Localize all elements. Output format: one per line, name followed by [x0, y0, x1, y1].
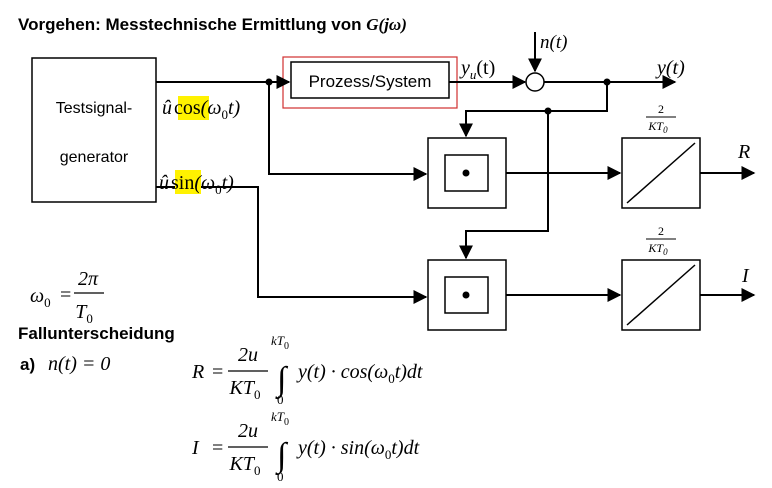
generator-label-line1: Testsignal-: [56, 100, 132, 117]
feedback-line-upper: [459, 82, 608, 138]
integrator-r-diagonal: [626, 142, 696, 204]
summing-junction: [525, 72, 545, 92]
generator-label-line2: generator: [60, 149, 129, 166]
testsignal-generator-block: [31, 57, 157, 203]
svg-text:2π: 2π: [78, 268, 99, 290]
svg-text:y(t) · sin(ω0t)dt: y(t) · sin(ω0t)dt: [296, 437, 420, 462]
multiplier-r-inner: [444, 154, 489, 192]
svg-text:y(t) · cos(ω0t)dt: y(t) · cos(ω0t)dt: [296, 361, 423, 386]
svg-text:0: 0: [277, 392, 284, 407]
yu-label: yu(t): [459, 57, 495, 82]
svg-text:KT0: KT0: [229, 453, 261, 478]
multiplier-r-dot: [462, 169, 470, 177]
svg-text:I: I: [191, 437, 200, 459]
integrator-i-diagonal: [626, 264, 696, 326]
feedback-line-lower: [459, 111, 549, 260]
svg-text:T0: T0: [75, 301, 93, 326]
multiplier-i-dot: [462, 291, 470, 299]
svg-text:0: 0: [277, 469, 284, 484]
integral-sign-i: ∫: [275, 437, 289, 476]
formula-r: R = 2u KT0 kT0 ∫ 0 y(t) · cos(ω0t)dt: [191, 333, 423, 407]
cases-heading: Fallunterscheidung: [18, 324, 175, 343]
gain-label-r: 2 KT0: [646, 102, 676, 135]
case-a-label: a): [20, 355, 35, 374]
i-output-label: I: [741, 265, 750, 287]
svg-text:=: =: [60, 284, 71, 306]
gain-label-i: 2 KT0: [646, 224, 676, 257]
svg-text:=: =: [212, 437, 223, 459]
svg-text:2: 2: [658, 224, 664, 238]
formula-i: I = 2u KT0 kT0 ∫ 0 y(t) · sin(ω0t)dt: [191, 409, 420, 484]
svg-text:2u: 2u: [238, 344, 258, 366]
svg-text:R: R: [191, 361, 204, 383]
svg-text:KT0: KT0: [229, 377, 261, 402]
svg-text:ω0: ω0: [30, 285, 51, 310]
svg-text:KT0: KT0: [647, 241, 668, 257]
omega-definition: ω0 = 2π T0: [30, 268, 104, 326]
sin-highlight: [175, 170, 201, 194]
process-system-label: Prozess/System: [309, 72, 432, 91]
page-title: Vorgehen: Messtechnische Ermittlung von …: [18, 15, 407, 34]
svg-text:KT0: KT0: [647, 119, 668, 135]
process-system-block: [290, 61, 450, 99]
svg-text:2u: 2u: [238, 420, 258, 442]
multiplier-i-inner: [444, 276, 489, 314]
noise-label: n(t): [540, 32, 567, 53]
r-output-label: R: [737, 141, 750, 163]
svg-text:2: 2: [658, 102, 664, 116]
cos-branch-line: [268, 82, 428, 181]
cos-highlight: [178, 96, 209, 120]
y-output-label: y(t): [655, 57, 685, 79]
svg-text:kT0: kT0: [271, 409, 289, 428]
svg-text:kT0: kT0: [271, 333, 289, 352]
feedback-branch-dot: [544, 107, 552, 115]
case-a-condition: n(t) = 0: [48, 353, 110, 375]
integral-sign-r: ∫: [275, 361, 289, 400]
sin-signal-line: [156, 186, 428, 304]
svg-text:=: =: [212, 361, 223, 383]
